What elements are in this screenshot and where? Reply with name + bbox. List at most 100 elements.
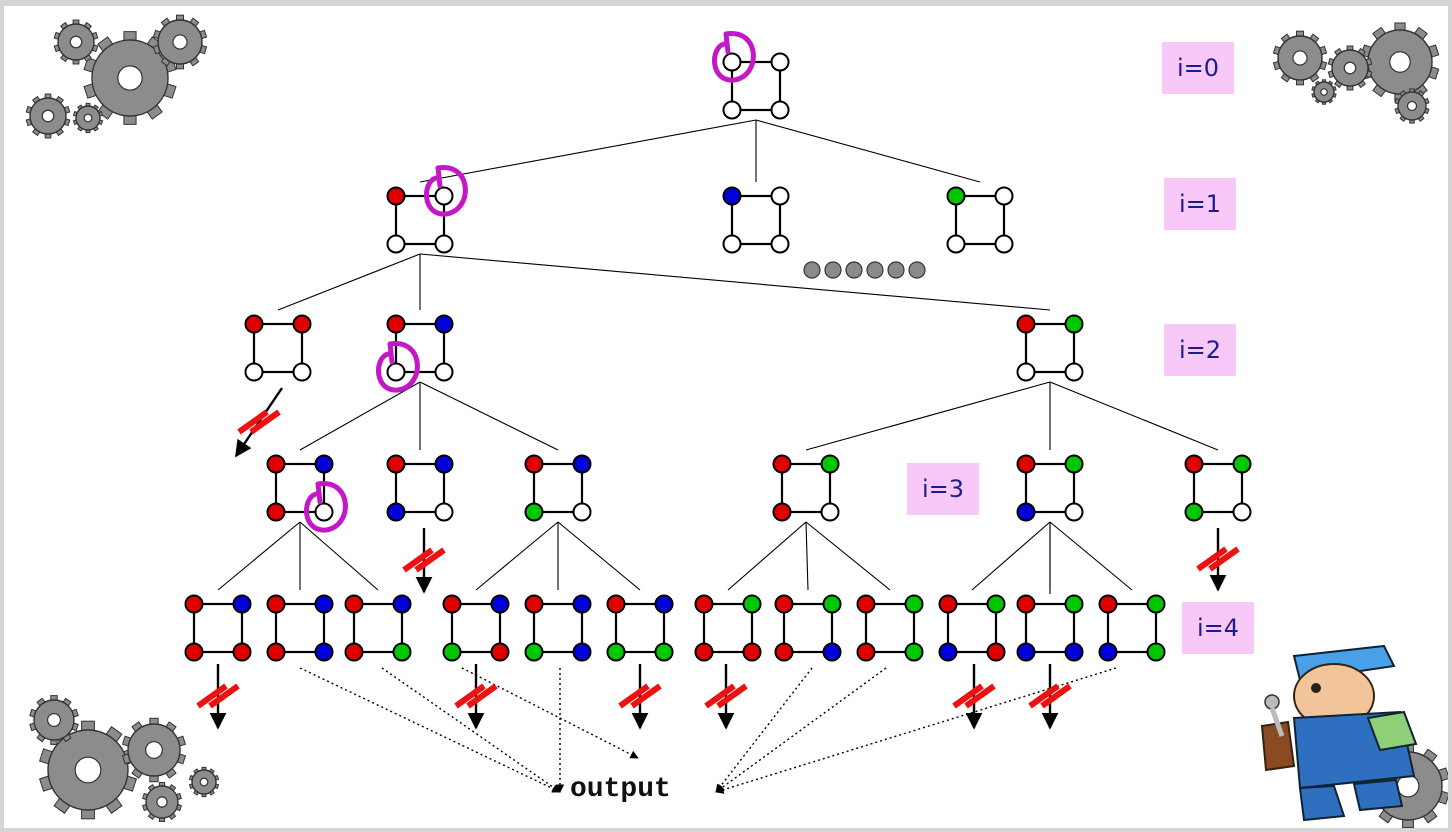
- graph-edges: [450, 602, 502, 654]
- vertex-blue: [232, 594, 252, 614]
- graph-state-c5: [1016, 454, 1084, 522]
- graph-state-d8: [774, 594, 842, 662]
- tree-edge-d1: [217, 521, 301, 591]
- level-label-3: i=3: [907, 463, 979, 515]
- vertex-blue: [938, 642, 958, 662]
- vertex-red: [442, 594, 462, 614]
- pruned-arrow-d7: [704, 664, 748, 730]
- graph-edges: [394, 322, 446, 374]
- vertex-red: [606, 594, 626, 614]
- vertex-empty: [770, 52, 790, 72]
- vertex-empty: [434, 502, 454, 522]
- graph-edges: [954, 194, 1006, 246]
- vertex-blue: [1016, 642, 1036, 662]
- graph-edges: [394, 462, 446, 514]
- tree-edge-d8: [805, 521, 809, 591]
- graph-edges: [352, 602, 404, 654]
- vertex-empty: [722, 100, 742, 120]
- vertex-empty: [994, 186, 1014, 206]
- vertex-red: [292, 314, 312, 334]
- graph-state-b1: [244, 314, 312, 382]
- vertex-blue: [654, 594, 674, 614]
- prune-mark: [402, 547, 434, 573]
- graph-state-c3: [524, 454, 592, 522]
- vertex-empty: [434, 234, 454, 254]
- vertex-green: [392, 642, 412, 662]
- vertex-red: [774, 594, 794, 614]
- vertex-red: [1098, 594, 1118, 614]
- vertex-empty: [244, 362, 264, 382]
- vertex-green: [524, 502, 544, 522]
- vertex-green: [1064, 594, 1084, 614]
- graph-state-d11: [1016, 594, 1084, 662]
- tree-edge-a1: [419, 119, 757, 183]
- vertex-blue: [392, 594, 412, 614]
- graph-state-b2: [376, 314, 454, 393]
- vertex-empty: [1064, 502, 1084, 522]
- graph-edges: [192, 602, 244, 654]
- prune-mark: [237, 409, 269, 435]
- vertex-blue: [490, 594, 510, 614]
- vertex-green: [442, 642, 462, 662]
- pruned-arrow-d1: [196, 664, 240, 730]
- prune-mark: [952, 683, 984, 709]
- vertex-blue: [314, 454, 334, 474]
- graph-edges: [532, 462, 584, 514]
- next-vertex-highlight-tick: [435, 165, 443, 189]
- graph-state-d10: [938, 594, 1006, 662]
- vertex-red: [856, 642, 876, 662]
- vertex-blue: [572, 594, 592, 614]
- vertex-red: [694, 642, 714, 662]
- prune-mark: [1040, 683, 1072, 709]
- vertex-blue: [314, 594, 334, 614]
- tree-edge-b3: [419, 253, 1051, 311]
- level-label-0: i=0: [1162, 42, 1234, 94]
- graph-edges: [782, 602, 834, 654]
- vertex-blue: [434, 454, 454, 474]
- vertex-green: [524, 642, 544, 662]
- vertex-green: [822, 594, 842, 614]
- vertex-red: [1184, 454, 1204, 474]
- next-vertex-highlight-tick: [387, 341, 395, 365]
- next-vertex-highlight: [424, 165, 468, 217]
- vertex-red: [386, 314, 406, 334]
- vertex-green: [904, 594, 924, 614]
- vertex-empty: [434, 186, 454, 206]
- output-arrow-3: [715, 667, 813, 793]
- tree-edge-d6: [557, 521, 641, 591]
- vertex-green: [986, 594, 1006, 614]
- graph-edges: [1024, 322, 1076, 374]
- vertex-green: [820, 454, 840, 474]
- vertex-red: [266, 642, 286, 662]
- next-vertex-highlight-tick: [723, 31, 731, 55]
- gears-cluster-icon-top-left: [25, 14, 208, 139]
- gears-cluster-icon-top-right: [1272, 22, 1440, 124]
- vertex-red: [524, 454, 544, 474]
- vertex-red: [266, 502, 286, 522]
- prune-mark: [716, 683, 748, 709]
- mechanic-character-icon: [1260, 644, 1418, 822]
- vertex-red: [1016, 594, 1036, 614]
- vertex-empty: [770, 186, 790, 206]
- level-label-1: i=1: [1164, 178, 1236, 230]
- vertex-red: [774, 642, 794, 662]
- output-arrow-4: [715, 667, 887, 793]
- graph-state-d4: [442, 594, 510, 662]
- vertex-red: [772, 502, 792, 522]
- graph-state-d12: [1098, 594, 1166, 662]
- graph-edges: [730, 194, 782, 246]
- graph-state-d2: [266, 594, 334, 662]
- vertex-blue: [314, 642, 334, 662]
- graph-state-a1: [386, 165, 468, 254]
- vertex-red: [1016, 454, 1036, 474]
- coloring-search-tree: [25, 14, 1448, 828]
- vertex-green: [904, 642, 924, 662]
- graph-state-a3: [946, 186, 1014, 254]
- vertex-blue: [822, 642, 842, 662]
- output-arrow-1: [381, 667, 561, 793]
- graph-state-d9: [856, 594, 924, 662]
- vertex-red: [742, 642, 762, 662]
- graph-state-d7: [694, 594, 762, 662]
- graph-edges: [730, 60, 782, 112]
- pruned-arrow-d4: [454, 664, 498, 730]
